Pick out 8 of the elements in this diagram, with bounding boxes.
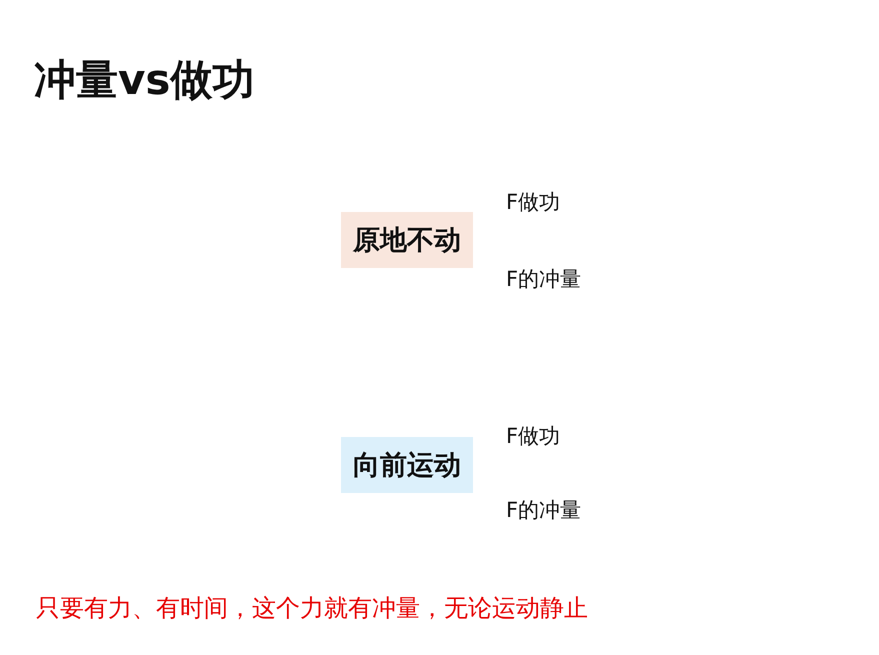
title: 冲量vs做功 xyxy=(34,54,254,106)
note-text: 只要有力、有时间，这个力就有冲量，无论运动静止 xyxy=(36,593,588,624)
label-box: 向前运动 xyxy=(341,437,473,493)
text-label: F做功 xyxy=(506,423,560,450)
text-label: F做功 xyxy=(506,189,560,216)
text-label: F的冲量 xyxy=(506,497,582,524)
label-box: 原地不动 xyxy=(341,212,473,268)
text-label: F的冲量 xyxy=(506,266,582,293)
